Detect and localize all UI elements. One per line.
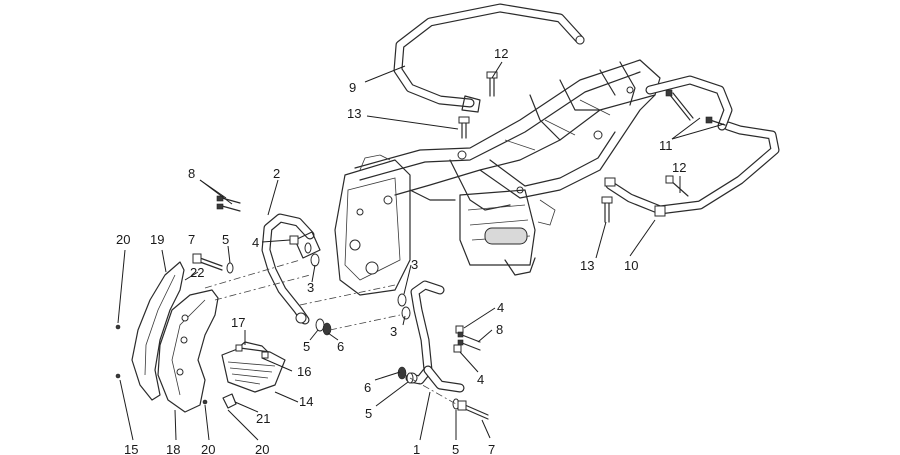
callout-13: 13 xyxy=(580,258,594,273)
callout-18: 18 xyxy=(166,442,180,455)
callout-15: 15 xyxy=(124,442,138,455)
callout-12: 12 xyxy=(672,160,686,175)
callout-4: 4 xyxy=(497,300,504,315)
callout-7: 7 xyxy=(188,232,195,247)
callout-11: 11 xyxy=(659,138,673,153)
callout-22: 22 xyxy=(190,265,204,280)
rear-side-bar xyxy=(604,75,780,217)
callout-4: 4 xyxy=(252,235,259,250)
callout-3: 3 xyxy=(390,324,397,339)
callout-10: 10 xyxy=(624,258,638,273)
callout-5: 5 xyxy=(222,232,229,247)
callout-2: 2 xyxy=(273,166,280,181)
right-crash-bar xyxy=(405,280,465,393)
callout-1: 1 xyxy=(413,442,420,455)
grille-and-bracket xyxy=(221,341,286,409)
callout-20: 20 xyxy=(255,442,269,455)
callout-17: 17 xyxy=(231,315,245,330)
callout-20: 20 xyxy=(116,232,130,247)
side-fairing-panels xyxy=(115,261,219,413)
callout-6: 6 xyxy=(364,380,371,395)
callout-5: 5 xyxy=(303,339,310,354)
callout-6: 6 xyxy=(337,339,344,354)
left-crash-bar xyxy=(261,213,321,325)
callout-8: 8 xyxy=(188,166,195,181)
callout-3: 3 xyxy=(307,280,314,295)
callout-16: 16 xyxy=(297,364,311,379)
callout-7: 7 xyxy=(488,442,495,455)
callout-20: 20 xyxy=(201,442,215,455)
callout-9: 9 xyxy=(349,80,356,95)
leader-lines xyxy=(117,61,725,441)
callout-4: 4 xyxy=(477,372,484,387)
callout-21: 21 xyxy=(256,411,270,426)
callout-3: 3 xyxy=(411,257,418,272)
callout-5: 5 xyxy=(452,442,459,455)
callout-8: 8 xyxy=(496,322,503,337)
callout-12: 12 xyxy=(494,46,508,61)
callout-14: 14 xyxy=(299,394,313,409)
callout-5: 5 xyxy=(365,406,372,421)
main-frame xyxy=(334,59,661,296)
rear-upper-loop-bar xyxy=(393,3,585,113)
callout-13: 13 xyxy=(347,106,361,121)
callout-19: 19 xyxy=(150,232,164,247)
callout-labels: 1 2 3 3 3 4 4 4 5 5 5 5 6 6 7 7 8 8 9 10… xyxy=(116,46,686,455)
assembly-guide-lines xyxy=(204,259,457,405)
frame-bolts xyxy=(458,71,726,223)
